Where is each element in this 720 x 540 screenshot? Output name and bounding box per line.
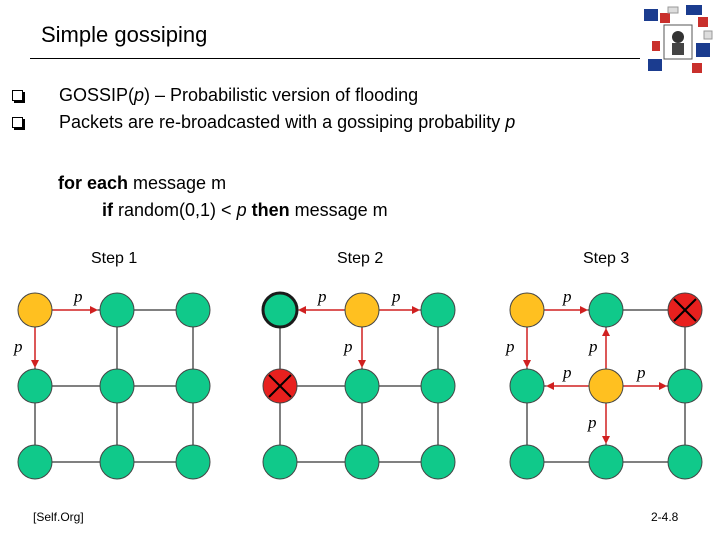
- pseudocode-line: for each message m: [58, 173, 227, 193]
- probability-label: p: [343, 337, 353, 356]
- checkbox-bullet-icon: [12, 117, 23, 128]
- probability-label: p: [587, 413, 597, 432]
- logo-icon: [644, 5, 713, 73]
- sensor-node-forwarding: [17, 292, 53, 328]
- pseudocode-line: if random(0,1) < p then message m: [102, 200, 388, 220]
- sensor-node: [262, 444, 298, 480]
- sensor-node: [420, 368, 456, 404]
- sensor-node: [344, 368, 380, 404]
- probability-label: p: [636, 363, 646, 382]
- step-2-label: Step 2: [337, 250, 384, 267]
- bullet-item: Packets are re-broadcasted with a gossip…: [12, 109, 515, 136]
- sensor-node-forwarding: [509, 292, 545, 328]
- sensor-node: [420, 292, 456, 328]
- step-1-label: Step 1: [91, 250, 138, 267]
- probability-label: p: [13, 337, 23, 356]
- sensor-node: [588, 292, 624, 328]
- sensor-node: [99, 292, 135, 328]
- sensor-node: [175, 444, 211, 480]
- bullet-item: GOSSIP(p) – Probabilistic version of flo…: [12, 82, 515, 109]
- sensor-node-received: [261, 291, 299, 329]
- cross-icon: [268, 374, 292, 398]
- sensor-node: [420, 444, 456, 480]
- probability-label: p: [505, 337, 515, 356]
- sensor-node: [17, 368, 53, 404]
- sensor-node: [17, 444, 53, 480]
- cross-icon: [673, 298, 697, 322]
- probability-label: p: [588, 337, 598, 356]
- sensor-node: [175, 368, 211, 404]
- sensor-node: [344, 444, 380, 480]
- bullet-list: GOSSIP(p) – Probabilistic version of flo…: [12, 82, 515, 136]
- slide-title: Simple gossiping: [41, 22, 208, 47]
- sensor-node: [175, 292, 211, 328]
- probability-label: p: [562, 287, 572, 306]
- sensor-node: [509, 444, 545, 480]
- sensor-node: [667, 444, 703, 480]
- pseudocode: for each message m if random(0,1) < p th…: [58, 170, 388, 224]
- probability-label: p: [317, 287, 327, 306]
- sensor-node: [99, 368, 135, 404]
- sensor-node-forwarding: [344, 292, 380, 328]
- probability-label: p: [391, 287, 401, 306]
- checkbox-bullet-icon: [12, 90, 23, 101]
- sensor-node: [588, 444, 624, 480]
- footer-slide-number: 2-4.8: [651, 510, 679, 524]
- probability-label: p: [73, 287, 83, 306]
- probability-label: p: [562, 363, 572, 382]
- title-rule: [30, 58, 640, 59]
- sensor-node-forwarding: [588, 368, 624, 404]
- sensor-node: [509, 368, 545, 404]
- sensor-node: [99, 444, 135, 480]
- footer-citation: [Self.Org]: [33, 510, 84, 524]
- sensor-node: [667, 368, 703, 404]
- step-3-label: Step 3: [583, 250, 630, 267]
